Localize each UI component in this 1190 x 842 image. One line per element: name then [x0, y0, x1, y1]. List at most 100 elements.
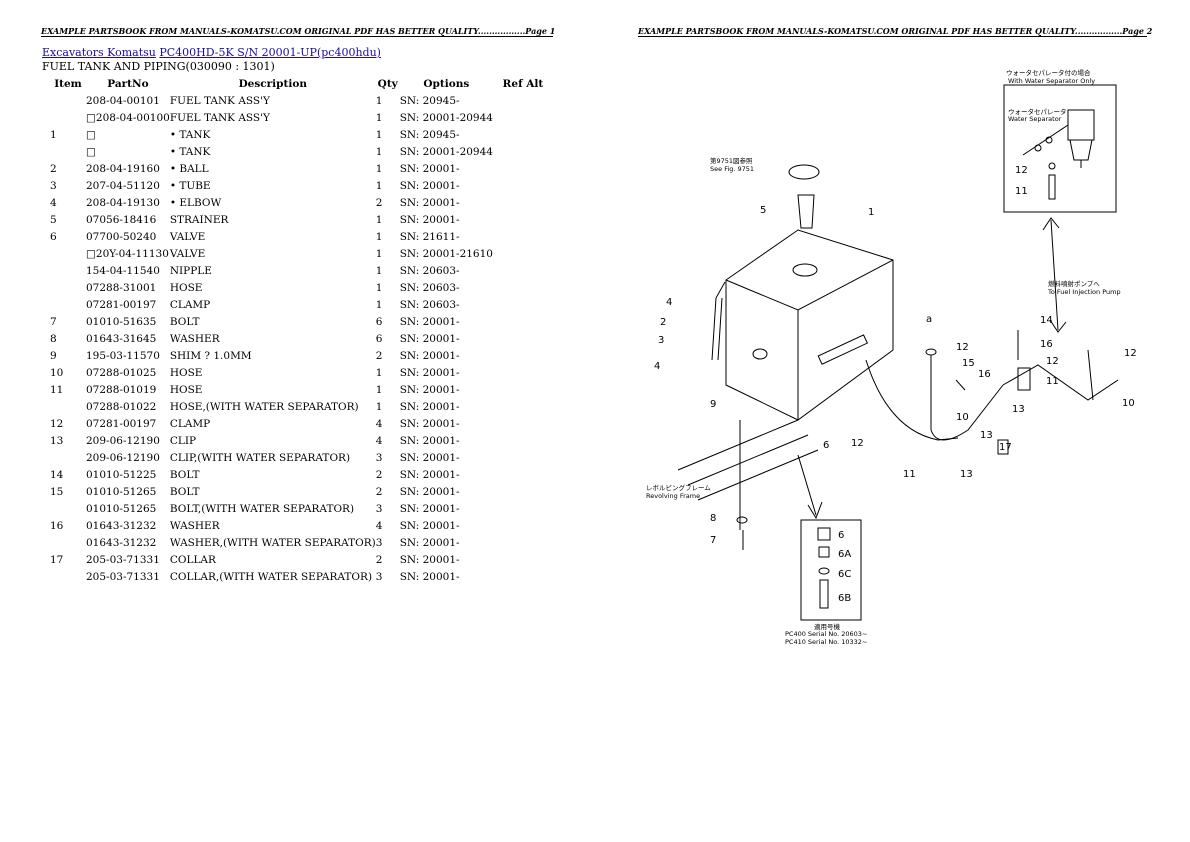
table-cell-description: CLIP — [169, 434, 197, 447]
table-cell-qty: 6 — [375, 315, 383, 328]
table-cell-refalt — [493, 211, 553, 228]
revolving-frame-label: Revolving Frame — [646, 492, 700, 500]
table-cell-options: SN: 20001- — [399, 349, 460, 362]
table-cell-qty: 1 — [375, 230, 383, 243]
callout-12-inset: 12 — [1015, 165, 1028, 176]
table-cell-item: 5 — [50, 213, 57, 226]
table-cell-refalt — [493, 177, 553, 194]
table-cell-options: SN: 20001-20944 — [399, 145, 493, 158]
breadcrumb: Excavators Komatsu PC400HD-5K S/N 20001-… — [42, 46, 381, 60]
table-cell-options: SN: 20001- — [399, 536, 460, 549]
exploded-parts-diagram: 1 2 3 4 4 5 6 7 8 9 10 10 11 11 11 12 12… — [646, 68, 1137, 646]
table-cell-partno: 209-06-12190 — [86, 451, 160, 464]
table-cell-description: HOSE — [169, 383, 203, 396]
table-cell-refalt — [493, 245, 553, 262]
table-cell-item: 16 — [50, 519, 64, 532]
table-cell-partno: 01010-51265 — [86, 502, 157, 515]
table-cell-qty: 4 — [375, 519, 383, 532]
table-cell-options: SN: 20603- — [399, 298, 460, 311]
callout-14: 14 — [1040, 315, 1053, 326]
callout-9: 9 — [710, 399, 716, 410]
parts-table: Item PartNo Description Qty Options Ref … — [42, 76, 553, 585]
breadcrumb-model-link[interactable]: PC400HD-5K S/N 20001-UP(pc400hdu) — [159, 46, 381, 59]
table-cell-refalt — [493, 483, 553, 500]
callout-8: 8 — [710, 513, 716, 524]
table-cell-item — [42, 92, 86, 109]
table-cell-description: • TANK — [169, 145, 211, 158]
table-cell-refalt — [493, 364, 553, 381]
table-cell-refalt — [493, 313, 553, 330]
table-cell-item — [42, 296, 86, 313]
table-cell-item: 12 — [50, 417, 64, 430]
table-cell-description: CLAMP — [169, 417, 211, 430]
callout-2: 2 — [660, 317, 666, 328]
table-cell-partno: □ — [86, 128, 96, 141]
callout-13-bottom: 13 — [960, 469, 973, 480]
table-cell-qty: 4 — [375, 434, 383, 447]
table-cell-item — [42, 245, 86, 262]
inset-washer — [1045, 136, 1053, 144]
table-cell-refalt — [493, 534, 553, 551]
table-cell-options: SN: 20001- — [399, 434, 460, 447]
breadcrumb-category-link[interactable]: Excavators Komatsu — [42, 46, 156, 59]
fuel-tank-drain-plug — [752, 348, 768, 360]
inset-box-water-separator — [1003, 84, 1117, 213]
inset-top-title: With Water Separator Only — [1008, 77, 1095, 85]
table-cell-options: SN: 20945- — [399, 128, 460, 141]
table-cell-partno: 07700-50240 — [86, 230, 157, 243]
callout-6c: 6C — [838, 569, 851, 580]
callout-13-mid: 13 — [980, 430, 993, 441]
callout-15: 15 — [962, 358, 975, 369]
table-cell-partno: 07288-01019 — [86, 383, 157, 396]
table-cell-qty: 1 — [375, 111, 383, 124]
table-cell-item: 3 — [50, 179, 57, 192]
table-cell-description: WASHER — [169, 519, 220, 532]
callout-13-right: 13 — [1012, 404, 1025, 415]
column-header-description: Description — [238, 78, 307, 90]
elbow — [715, 281, 726, 299]
table-cell-item: 9 — [50, 349, 57, 362]
table-cell-refalt — [493, 296, 553, 313]
nipple-6a — [818, 546, 830, 558]
table-cell-item: 6 — [50, 230, 57, 243]
callout-7: 7 — [710, 535, 716, 546]
table-cell-item: 11 — [50, 383, 64, 396]
table-cell-options: SN: 20001- — [399, 400, 460, 413]
table-cell-options: SN: 20001- — [399, 196, 460, 209]
page-header-right: EXAMPLE PARTSBOOK FROM MANUALS-KOMATSU.C… — [638, 26, 1153, 37]
water-separator-filter — [1067, 109, 1095, 141]
callout-11-right: 11 — [1046, 376, 1059, 387]
fuel-hose-11 — [865, 359, 959, 441]
table-cell-partno: 208-04-19160 — [86, 162, 160, 175]
callout-10-right: 10 — [1122, 398, 1135, 409]
table-cell-description: CLIP,(WITH WATER SEPARATOR) — [169, 451, 351, 464]
fuel-tube — [711, 297, 723, 361]
callout-10-left: 10 — [956, 412, 969, 423]
table-cell-partno: 07288-01025 — [86, 366, 157, 379]
table-cell-qty: 2 — [375, 553, 383, 566]
table-cell-description: VALVE — [169, 230, 206, 243]
table-cell-description: STRAINER — [169, 213, 229, 226]
callout-6a: 6A — [838, 549, 851, 560]
table-cell-qty: 2 — [375, 468, 383, 481]
column-header-qty: Qty — [377, 78, 398, 90]
callout-3: 3 — [658, 335, 664, 346]
table-cell-refalt — [493, 568, 553, 585]
table-cell-partno: 07288-01022 — [86, 400, 157, 413]
bolt-15 — [955, 379, 966, 391]
inset-hose — [1048, 174, 1056, 200]
clamp-6c — [818, 567, 830, 575]
page-header-left: EXAMPLE PARTSBOOK FROM MANUALS-KOMATSU.C… — [41, 26, 556, 37]
table-cell-refalt — [493, 262, 553, 279]
table-cell-options: SN: 20001- — [399, 519, 460, 532]
table-cell-item — [42, 398, 86, 415]
